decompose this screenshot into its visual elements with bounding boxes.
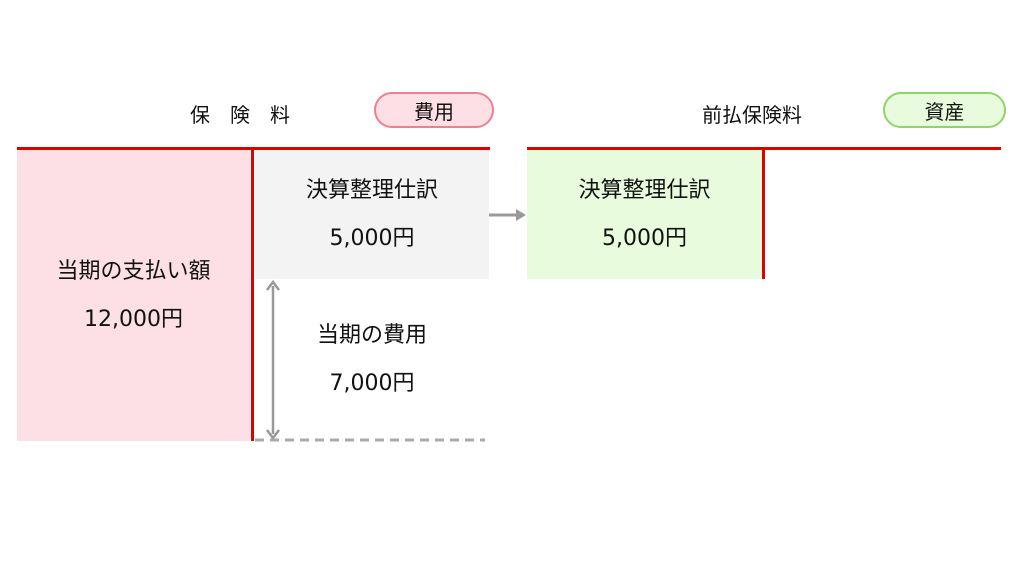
right-debit-box: 決算整理仕訳 5,000円: [527, 150, 762, 279]
left-debit-box: 当期の支払い額 12,000円: [17, 150, 250, 441]
adjustment-label: 決算整理仕訳: [305, 177, 438, 203]
right-account-title: 前払保険料: [702, 103, 802, 127]
expense-tag: 費用: [374, 92, 494, 128]
expense-label: 当期の費用: [316, 323, 427, 348]
left-credit-expense-box: 当期の費用 7,000円: [255, 290, 489, 430]
double-arrow-icon: [266, 279, 280, 441]
asset-tag: 資産: [883, 92, 1006, 128]
left-t-account-divider: [251, 147, 254, 441]
right-adjustment-amount: 5,000円: [602, 225, 687, 251]
right-adjustment-label: 決算整理仕訳: [578, 177, 711, 203]
debit-label: 当期の支払い額: [56, 258, 211, 284]
adjustment-amount: 5,000円: [329, 225, 415, 251]
transfer-arrow-icon: [489, 209, 526, 221]
left-credit-adjustment-box: 決算整理仕訳 5,000円: [255, 150, 489, 279]
expense-amount: 7,000円: [329, 371, 415, 396]
debit-amount: 12,000円: [84, 306, 183, 332]
right-t-account-divider: [762, 147, 765, 279]
left-account-title: 保 険 料: [190, 103, 290, 127]
